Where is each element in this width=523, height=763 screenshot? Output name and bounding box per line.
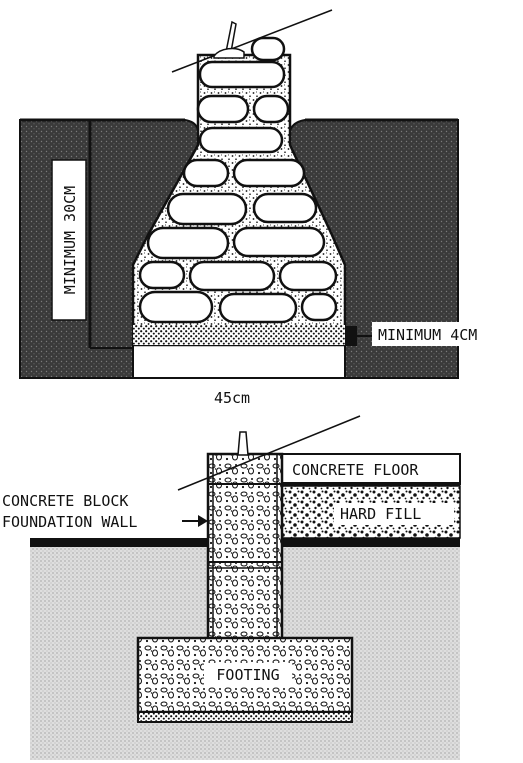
foundation-wall — [206, 452, 284, 642]
minimum-4cm-label: MINIMUM 4CM — [378, 326, 477, 344]
rubble-stones — [138, 36, 338, 324]
footing-label: FOOTING — [216, 666, 279, 684]
block-foundation-figure: CONCRETE FLOOR HARD FILL CONCRETE BLOCK … — [2, 415, 461, 760]
concrete-floor-label: CONCRETE FLOOR — [292, 461, 419, 479]
width-45cm-label: 45cm — [214, 389, 250, 407]
concrete-block-label: CONCRETE BLOCK — [2, 492, 128, 510]
minimum-30cm-label: MINIMUM 30CM — [61, 186, 79, 294]
hard-fill-label: HARD FILL — [340, 505, 421, 523]
stone-foundation-figure: MINIMUM 30CM MINIMUM 4CM 45cm — [19, 9, 518, 407]
foundation-wall-label: FOUNDATION WALL — [2, 513, 137, 531]
